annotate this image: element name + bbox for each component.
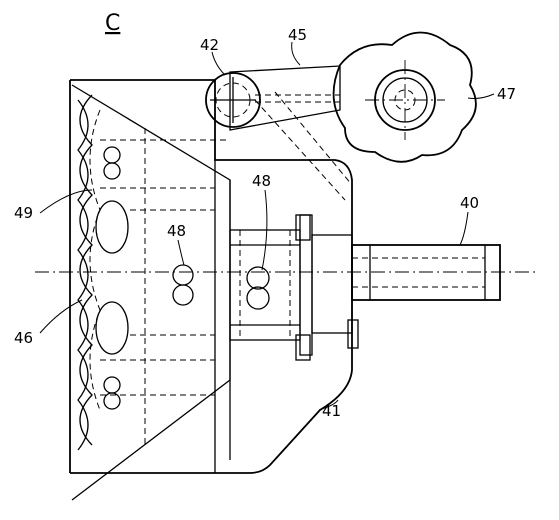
label-48-right: 48 <box>252 172 271 190</box>
figure-title: C <box>105 11 120 36</box>
leader-lines <box>39 41 495 411</box>
ball-row-left <box>95 146 129 410</box>
wavy-segments-46 <box>77 94 101 451</box>
cone-body <box>71 84 231 501</box>
housing-41 <box>69 79 353 474</box>
label-42: 42 <box>200 36 219 54</box>
spindle-assembly <box>229 214 359 361</box>
label-45: 45 <box>288 26 307 44</box>
pivot-42 <box>205 72 261 128</box>
label-46: 46 <box>14 329 33 347</box>
part-labels: 42 45 47 40 41 48 48 49 46 <box>14 26 516 420</box>
knob-47 <box>332 31 477 163</box>
label-40: 40 <box>460 194 479 212</box>
arm-45 <box>229 65 353 201</box>
output-shaft-40 <box>351 244 501 301</box>
label-47: 47 <box>497 85 516 103</box>
label-48-center: 48 <box>167 222 186 240</box>
balls-48-center <box>172 264 194 306</box>
label-41: 41 <box>322 402 341 420</box>
label-49: 49 <box>14 204 33 222</box>
